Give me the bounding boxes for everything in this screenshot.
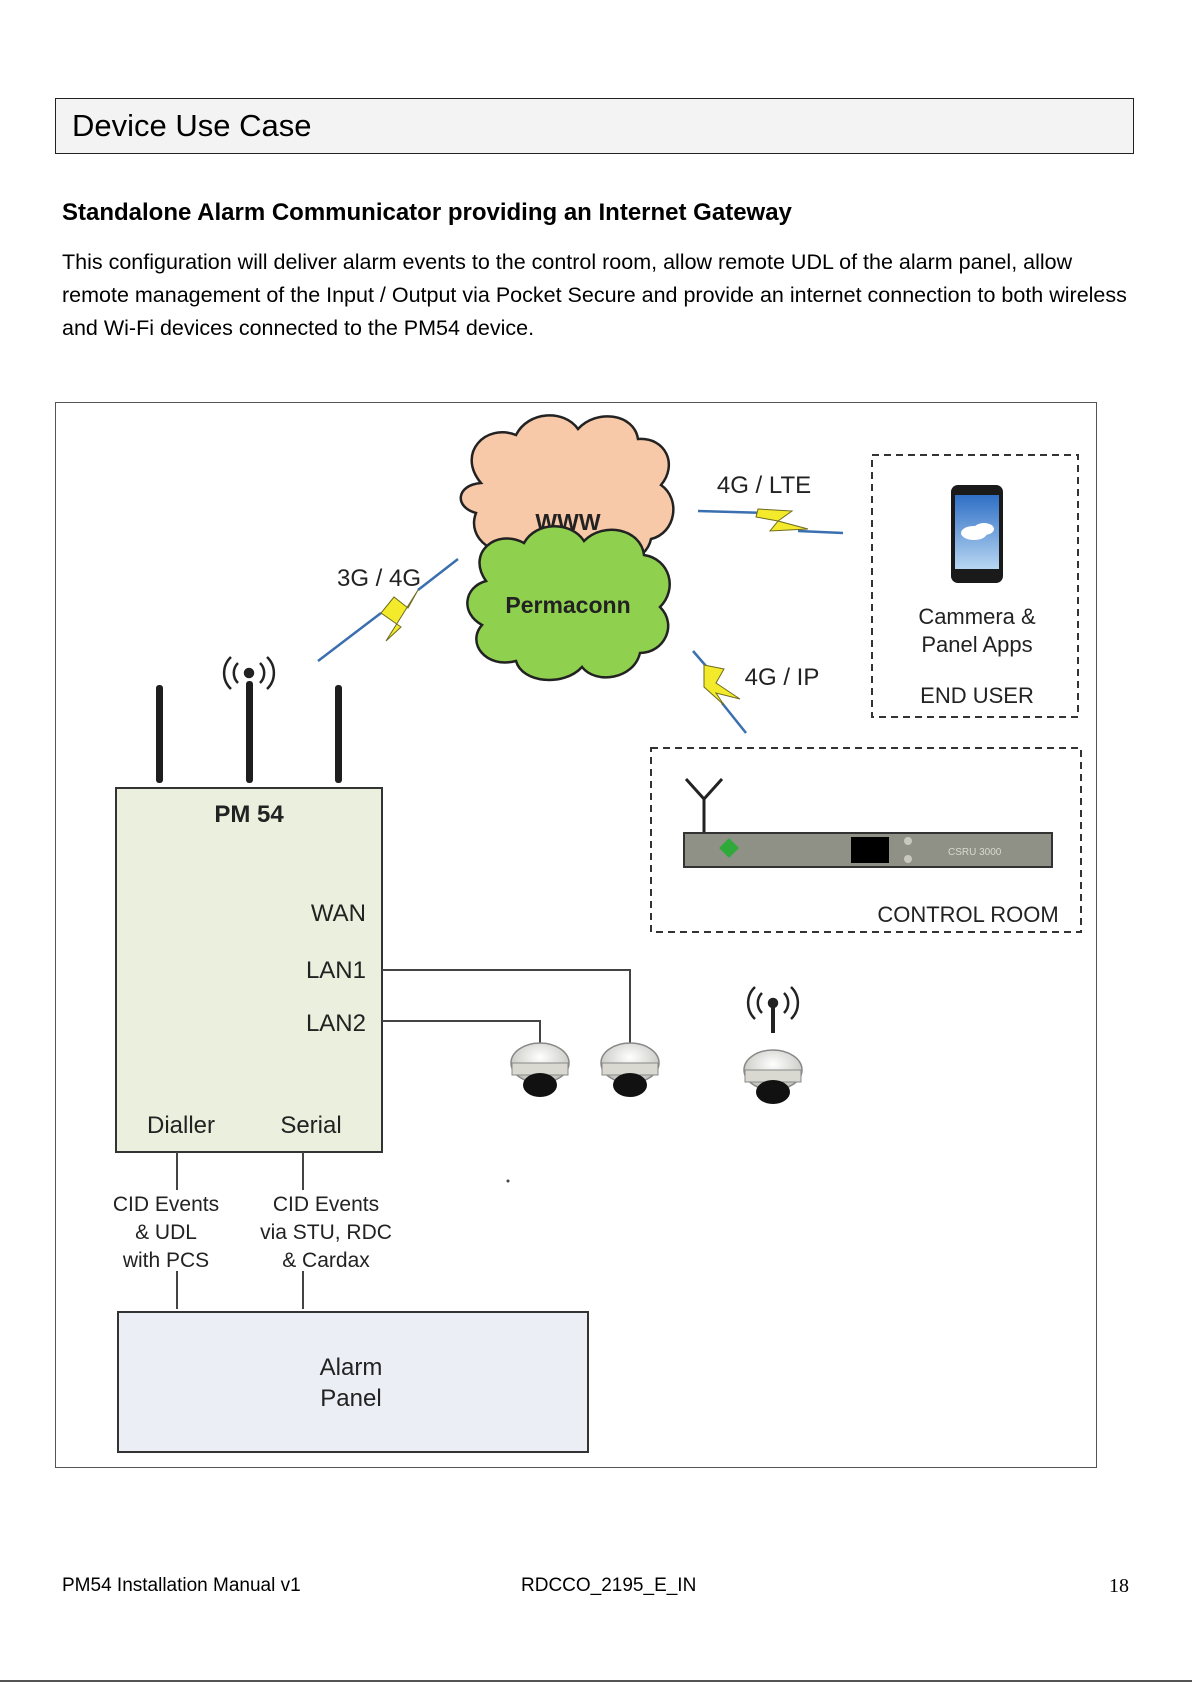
serial-note-1: CID Events [273,1193,379,1216]
permaconn-cloud [466,525,671,682]
port-wan: WAN [311,900,366,927]
end-user-line1: Cammera & [918,604,1036,629]
smartphone-icon [951,485,1003,583]
port-lan1: LAN1 [306,957,366,984]
diagram-canvas: WWW Permaconn 3G / 4G 4G / LTE 4G / IP [113,414,1082,1453]
camera-wireless-signal-icon [746,986,800,1020]
section-title: Device Use Case [72,108,312,143]
receiver-model-label: CSRU 3000 [948,847,1002,858]
pm54-wifi-icon [222,656,276,690]
dialler-note-1: CID Events [113,1193,219,1216]
alarm-panel [117,1311,589,1453]
lightning-4gip-icon [692,650,747,734]
lan1-cable [382,969,631,1043]
serial-note-2: via STU, RDC [260,1221,392,1244]
dialler-note-2: & UDL [135,1221,197,1244]
section-header-box: Device Use Case [55,98,1134,154]
end-user-line2: Panel Apps [921,632,1032,657]
control-room-label: CONTROL ROOM [877,902,1058,927]
camera-2-icon [600,1042,660,1097]
camera-1-icon [510,1042,570,1097]
footer-manual-title: PM54 Installation Manual v1 [62,1575,301,1596]
pm54-title: PM 54 [214,801,284,828]
footer-page-number: 18 [1109,1575,1129,1597]
end-user-label: END USER [920,683,1034,708]
stray-dot [506,1179,510,1183]
receiver-unit: CSRU 3000 [683,832,1053,868]
control-room-box [650,747,1082,933]
port-serial: Serial [280,1112,341,1139]
end-user-box [871,454,1079,718]
page-bottom-rule [0,1680,1192,1682]
body-paragraph: This configuration will deliver alarm ev… [62,250,1127,340]
link-4gip-label: 4G / IP [745,664,820,691]
receiver-antenna-icon [684,777,724,833]
lightning-4glte-icon [697,508,844,535]
pm54-device [115,787,383,1153]
pm54-antennas [156,681,342,783]
camera-wifi-icon [743,1006,803,1104]
serial-note-3: & Cardax [282,1249,370,1272]
network-diagram: WWW Permaconn 3G / 4G 4G / LTE 4G / IP [55,402,1097,1468]
permaconn-cloud-label: Permaconn [505,592,630,618]
port-dialler: Dialler [147,1112,215,1139]
link-3g4g-label: 3G / 4G [337,565,421,592]
footer-doc-code: RDCCO_2195_E_IN [521,1575,697,1596]
link-4glte-label: 4G / LTE [717,472,811,499]
lan2-cable [382,1020,541,1043]
lightning-3g4g-icon [317,558,459,662]
dialler-note-3: with PCS [122,1249,209,1272]
port-lan2: LAN2 [306,1010,366,1037]
alarm-panel-line2: Panel [320,1385,381,1412]
subheading: Standalone Alarm Communicator providing … [62,199,792,226]
alarm-panel-line1: Alarm [320,1354,383,1381]
